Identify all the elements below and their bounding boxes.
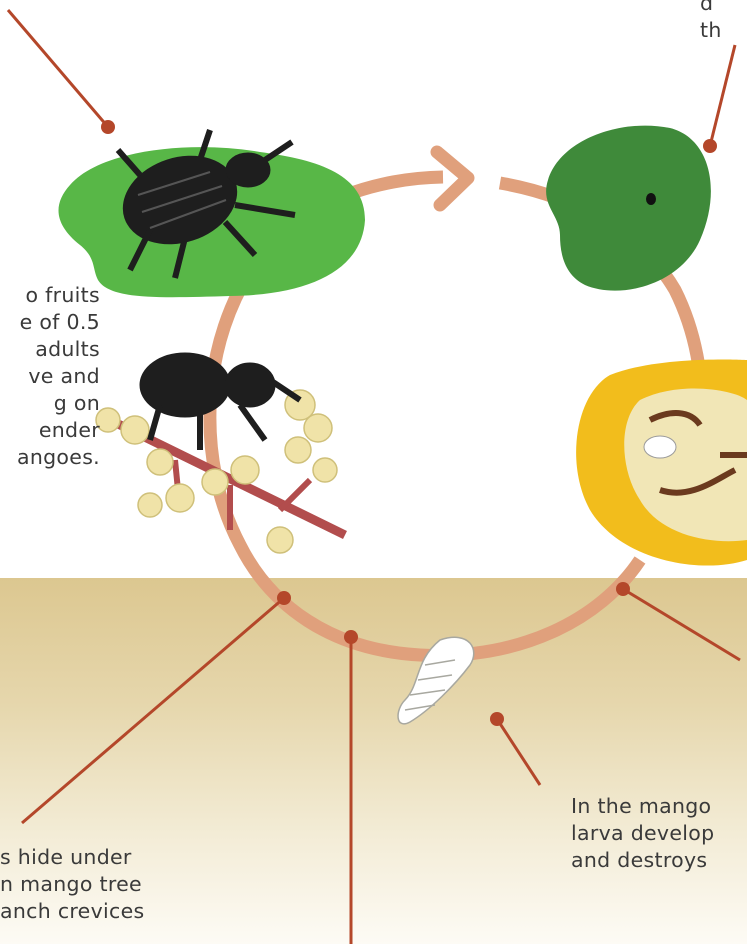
caption-line: anch crevices — [0, 898, 145, 925]
egg-puncture-mark — [646, 193, 656, 205]
caption-line: larva develop — [571, 820, 714, 847]
caption-line: e of 0.5 — [0, 309, 100, 336]
caption-line: d — [700, 0, 722, 17]
caption-line: and destroys — [571, 847, 714, 874]
caption-line: angoes. — [0, 444, 100, 471]
caption-larva-development: In the mango larva develop and destroys — [571, 793, 714, 874]
caption-adult-hiding: s hide under n mango tree anch crevices — [0, 844, 145, 925]
caption-line: o fruits — [0, 282, 100, 309]
caption-line: adults — [0, 336, 100, 363]
weevil-on-flowers-icon — [140, 353, 300, 450]
caption-line: n mango tree — [0, 871, 145, 898]
caption-line: s hide under — [0, 844, 145, 871]
caption-line: In the mango — [571, 793, 714, 820]
cut-mango-with-larva — [576, 359, 747, 565]
mango-flowers — [96, 390, 337, 553]
caption-line: th — [700, 17, 722, 44]
caption-line: ender — [0, 417, 100, 444]
caption-egg-laying: d th — [700, 0, 722, 44]
flower-panicle-with-weevil — [96, 353, 345, 553]
green-mango-fruit — [546, 126, 711, 291]
larva-icon — [644, 436, 676, 458]
caption-adult-feeding: o fruits e of 0.5 adults ve and g on end… — [0, 282, 100, 471]
caption-line: ve and — [0, 363, 100, 390]
leaf-with-adult-weevil — [59, 130, 365, 297]
caption-line: g on — [0, 390, 100, 417]
